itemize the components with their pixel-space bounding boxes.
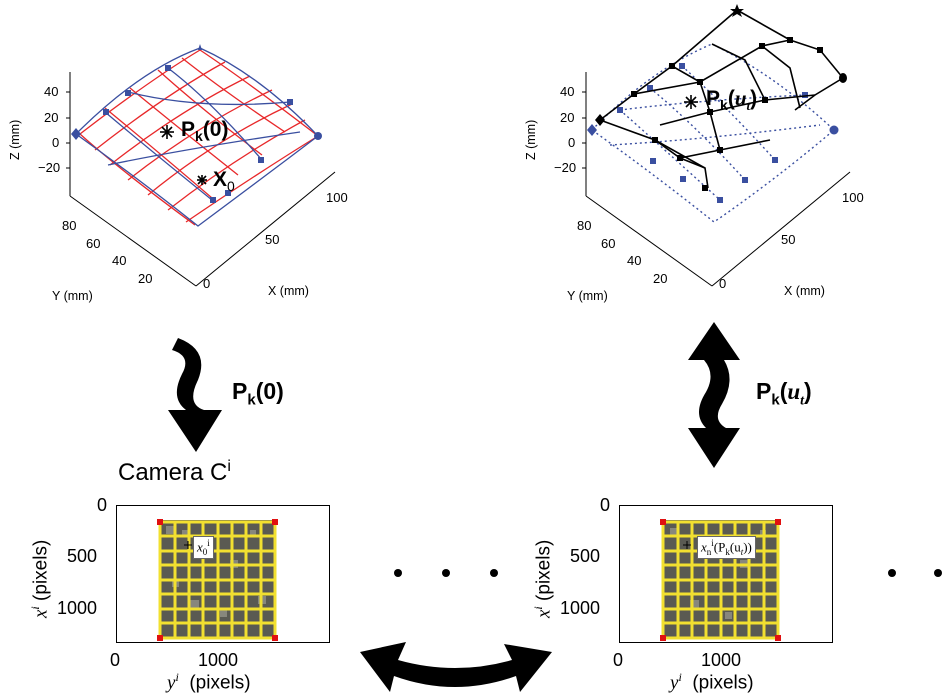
y-tick: 0: [600, 495, 611, 515]
x-tick: 100: [842, 190, 864, 205]
z-tick: 20: [44, 110, 59, 125]
x-tick: 0: [719, 276, 727, 291]
x-tick: 1000: [701, 650, 742, 670]
y-tick: 60: [601, 236, 616, 251]
x-tick: 50: [781, 232, 796, 247]
point-label-pk0: Pk(0): [181, 118, 229, 145]
z-tick: −20: [554, 160, 577, 175]
x-axis-label: yi (pixels): [670, 670, 754, 694]
x-axis-label: X (mm): [268, 284, 309, 298]
y-tick: 0: [97, 495, 108, 515]
y-tick: 1000: [57, 598, 98, 618]
x-tick: 0: [110, 650, 121, 670]
y-tick: 80: [62, 218, 77, 233]
y-tick: 40: [112, 253, 127, 268]
point-label-x0: X0: [213, 168, 235, 195]
y-axis-label: xi (pixels): [531, 539, 555, 618]
camera-label: Camera Ci: [118, 458, 231, 486]
x-tick: 50: [265, 232, 280, 247]
arrow-right-label: Pk(ut): [756, 378, 812, 409]
inset-x0-label: x0i: [193, 536, 214, 559]
z-tick: 0: [52, 135, 60, 150]
z-tick: 40: [560, 84, 575, 99]
y-tick: 500: [67, 546, 98, 566]
y-tick: 1000: [560, 598, 601, 618]
y-tick: 20: [653, 271, 668, 286]
y-tick: 20: [138, 271, 153, 286]
x-tick: 0: [203, 276, 211, 291]
y-tick: 500: [570, 546, 601, 566]
z-tick: 0: [568, 135, 576, 150]
x-axis-label: X (mm): [784, 284, 825, 298]
x-axis-label: yi (pixels): [167, 670, 251, 694]
point-label-pkut: Pk(ut): [706, 86, 758, 114]
x-tick: 100: [326, 190, 348, 205]
y-tick: 40: [627, 253, 642, 268]
z-tick: −20: [38, 160, 61, 175]
y-tick: 80: [577, 218, 592, 233]
y-axis-label: Y (mm): [567, 289, 608, 303]
x-tick: 1000: [198, 650, 239, 670]
arrow-left-label: Pk(0): [232, 378, 284, 409]
z-tick: 40: [44, 84, 59, 99]
inset-xn-label: xni(Pk(ut)): [697, 536, 756, 559]
y-axis-label: Y (mm): [52, 289, 93, 303]
y-tick: 60: [86, 236, 101, 251]
x-tick: 0: [613, 650, 624, 670]
z-tick: 20: [560, 110, 575, 125]
